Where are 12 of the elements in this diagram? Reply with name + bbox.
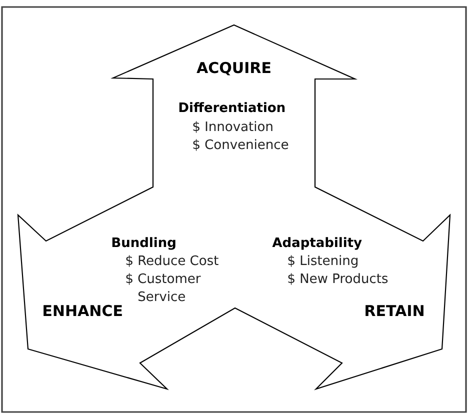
heading: RETAIN — [366, 305, 424, 316]
bullet-item: $ Convenience — [193, 139, 288, 151]
list-heading: Bundling — [112, 237, 176, 250]
bullet-item: $ Innovation — [193, 121, 272, 133]
list-heading: Differentiation — [179, 102, 285, 112]
bullet-item: $ Reduce Cost — [126, 255, 218, 267]
bullet-item: $ Listening — [288, 255, 358, 268]
heading: ACQUIRE — [196, 62, 270, 76]
heading: ENHANCE — [44, 304, 122, 316]
bullet-item: $ New Products — [288, 273, 388, 285]
bullet-item: $ Customer Service — [126, 273, 201, 302]
list-heading: Adaptability — [272, 237, 362, 250]
